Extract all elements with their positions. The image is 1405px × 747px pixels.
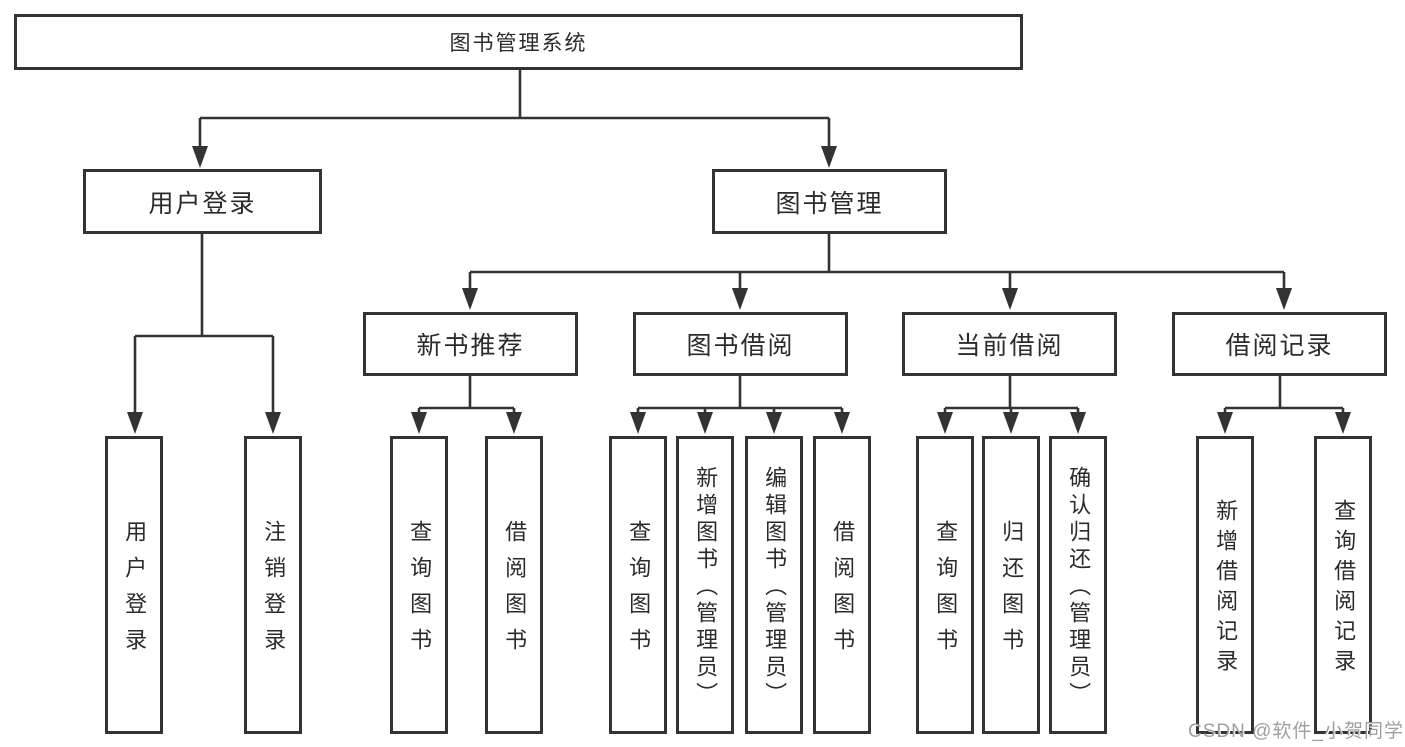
edge-recommend-to-leaves	[417, 376, 516, 414]
arrowhead-icon	[766, 412, 782, 434]
node-user-login: 用户登录	[83, 169, 322, 234]
arrowhead-icon	[697, 412, 713, 434]
arrowhead-icon	[506, 412, 522, 434]
edge-root-to-level1	[198, 70, 831, 148]
arrowhead-icon	[192, 146, 208, 168]
leaf-borrow-add-books-admin: 新增图书（管理员）	[676, 436, 734, 734]
leaf-current-query-books: 查询图书	[916, 436, 974, 734]
arrowhead-icon	[462, 288, 478, 310]
edge-current-to-leaves	[943, 376, 1080, 414]
node-label: 图书管理系统	[449, 32, 588, 55]
node-label: 新书推荐	[416, 332, 525, 360]
arrowhead-icon	[127, 412, 143, 434]
arrowhead-icon	[834, 412, 850, 434]
leaf-label: 归还图书	[999, 520, 1025, 664]
node-label: 当前借阅	[955, 332, 1064, 360]
edge-borrow-to-leaves	[636, 376, 844, 414]
leaf-label: 新增图书（管理员）	[693, 466, 719, 709]
edge-userlogin-to-leaves	[133, 234, 275, 414]
leaf-recommend-query-books: 查询图书	[390, 436, 448, 734]
arrowhead-icon	[630, 412, 646, 434]
leaf-logout: 注销登录	[244, 436, 302, 734]
leaf-label: 确认归还（管理员）	[1066, 466, 1092, 709]
leaf-label: 编辑图书（管理员）	[762, 466, 788, 709]
node-current-borrowing: 当前借阅	[902, 312, 1117, 376]
node-library-management-system: 图书管理系统	[14, 14, 1023, 70]
leaf-borrow-edit-books-admin: 编辑图书（管理员）	[745, 436, 803, 734]
arrowhead-icon	[1335, 412, 1351, 434]
arrowhead-icon	[1002, 288, 1018, 310]
tree-edges	[133, 70, 1345, 414]
node-borrow-records: 借阅记录	[1172, 312, 1387, 376]
leaf-label: 借阅图书	[502, 520, 528, 664]
arrowhead-icon	[732, 288, 748, 310]
leaf-recommend-borrow-books: 借阅图书	[485, 436, 543, 734]
leaf-records-query-borrow-record: 查询借阅记录	[1314, 436, 1372, 734]
arrowhead-icon	[411, 412, 427, 434]
leaf-user-login: 用户登录	[105, 436, 163, 734]
leaf-borrow-borrow-books: 借阅图书	[813, 436, 871, 734]
node-label: 图书借阅	[686, 332, 795, 360]
node-book-management: 图书管理	[712, 169, 947, 234]
node-book-borrowing: 图书借阅	[633, 312, 848, 376]
leaf-label: 新增借阅记录	[1213, 499, 1239, 679]
node-new-book-recommend: 新书推荐	[363, 312, 578, 376]
node-label: 借阅记录	[1225, 332, 1334, 360]
leaf-label: 查询图书	[626, 520, 652, 664]
arrowhead-icon	[937, 412, 953, 434]
arrowheads	[127, 146, 1351, 434]
leaf-label: 查询借阅记录	[1331, 499, 1357, 679]
arrowhead-icon	[1003, 412, 1019, 434]
leaf-borrow-query-books: 查询图书	[609, 436, 667, 734]
arrowhead-icon	[1217, 412, 1233, 434]
leaf-label: 查询图书	[407, 520, 433, 664]
leaf-records-add-borrow-record: 新增借阅记录	[1196, 436, 1254, 734]
leaf-current-return-books: 归还图书	[982, 436, 1040, 734]
node-label: 用户登录	[148, 189, 257, 218]
leaf-current-confirm-return-admin: 确认归还（管理员）	[1049, 436, 1107, 734]
node-label: 图书管理	[775, 189, 884, 218]
arrowhead-icon	[265, 412, 281, 434]
arrowhead-icon	[821, 146, 837, 168]
csdn-watermark: CSDN @软件_小贺同学	[1188, 721, 1404, 742]
leaf-label: 查询图书	[933, 520, 959, 664]
leaf-label: 借阅图书	[830, 520, 856, 664]
arrowhead-icon	[1276, 288, 1292, 310]
leaf-label: 注销登录	[261, 520, 287, 664]
arrowhead-icon	[1070, 412, 1086, 434]
edge-records-to-leaves	[1223, 376, 1345, 414]
leaf-label: 用户登录	[122, 520, 148, 664]
edge-bookmgmt-to-level2	[468, 234, 1286, 290]
